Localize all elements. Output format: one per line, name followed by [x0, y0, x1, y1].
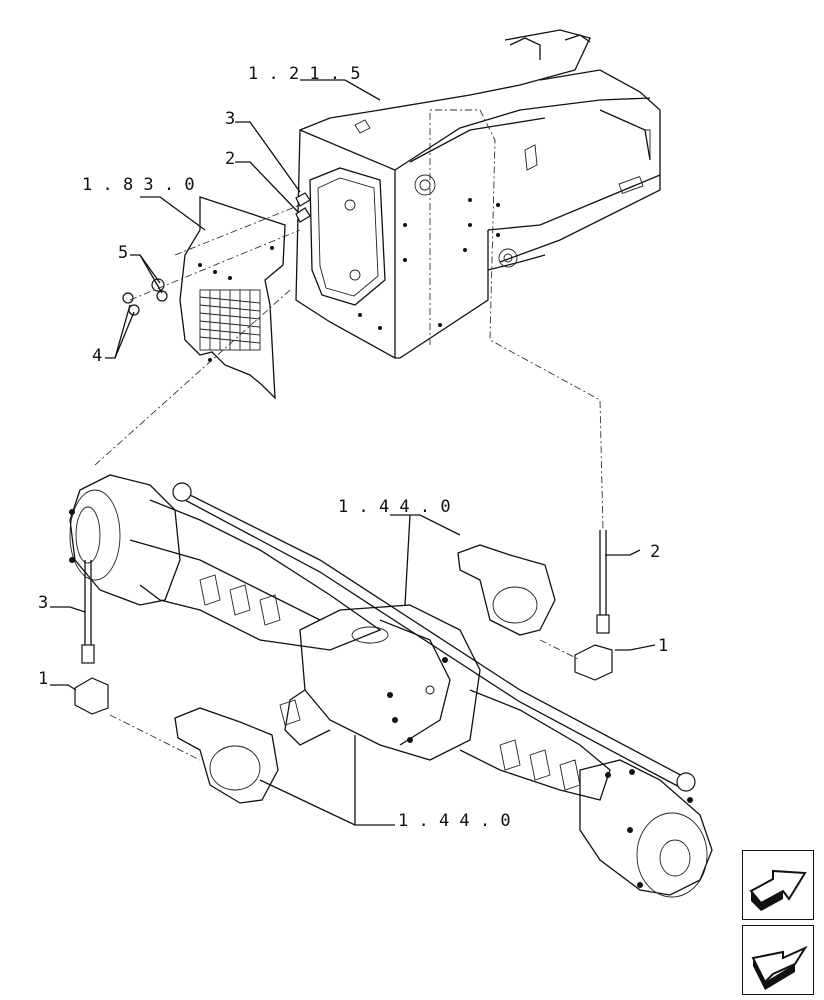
callout-labels: 1 . 2 1 . 5 1 . 8 3 . 0 1 . 4 4 . 0 1 . … [38, 64, 668, 831]
item-label-3-left: 3 [38, 593, 48, 613]
next-page-button[interactable] [742, 850, 814, 920]
item-label-1-left: 1 [38, 669, 48, 689]
bolts-on-frame [295, 192, 311, 223]
fasteners [122, 278, 168, 316]
ref-label-axle-bottom: 1 . 4 4 . 0 [398, 811, 511, 831]
axle-support-brackets [174, 544, 556, 804]
arrow-next-icon [749, 869, 807, 911]
leader-lines [50, 79, 656, 826]
item-label-3-top: 3 [225, 109, 235, 129]
previous-page-button[interactable] [742, 925, 814, 995]
mounting-blocks [74, 644, 613, 715]
grease-tubes [81, 530, 610, 664]
front-axle [69, 474, 713, 898]
ref-label-axle-top: 1 . 4 4 . 0 [338, 497, 451, 517]
item-label-4: 4 [92, 346, 102, 366]
guard-grille [199, 289, 261, 351]
item-label-2-right: 2 [650, 542, 660, 562]
item-label-2-top: 2 [225, 149, 235, 169]
assembly-lines [94, 109, 604, 761]
item-label-5: 5 [118, 243, 128, 263]
ref-label-frame: 1 . 2 1 . 5 [248, 64, 361, 84]
front-frame [295, 29, 661, 359]
ref-label-guard: 1 . 8 3 . 0 [82, 175, 195, 195]
arrow-prev-icon [751, 945, 808, 990]
item-label-1-right: 1 [658, 636, 668, 656]
guard-plate [179, 196, 286, 400]
